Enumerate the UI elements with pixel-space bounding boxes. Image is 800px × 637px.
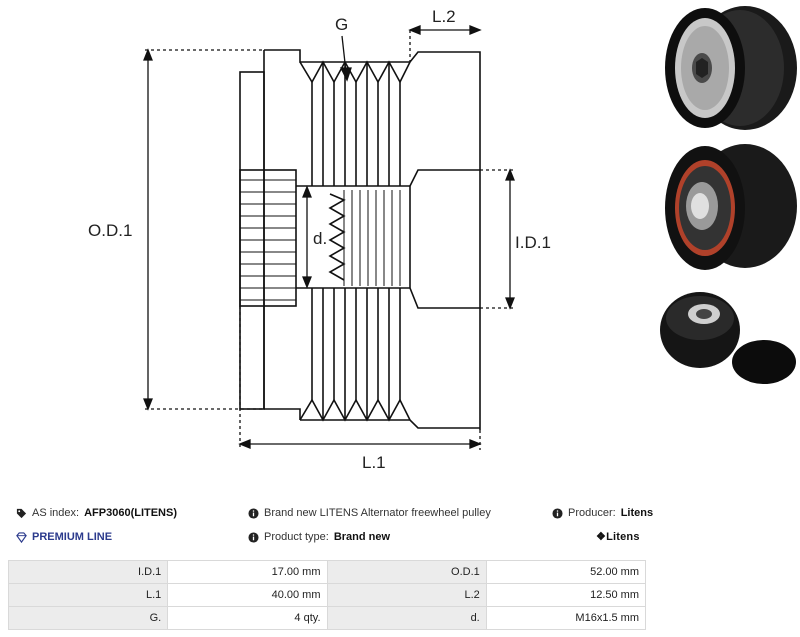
description-text: Brand new LITENS Alternator freewheel pu… [264, 507, 491, 519]
table-row: L.1 40.00 mm L.2 12.50 mm [7, 583, 647, 607]
table-row: I.D.1 17.00 mm O.D.1 52.00 mm [7, 560, 647, 584]
product-type-value: Brand new [333, 531, 391, 543]
table-row: G. 4 qty. d. M16x1.5 mm [7, 606, 647, 630]
spec-value: M16x1.5 mm [485, 606, 647, 630]
label-l1: L.1 [362, 453, 386, 472]
info-icon [248, 531, 259, 543]
tag-icon [16, 508, 27, 518]
litens-logo-mark: ❖ [596, 531, 607, 543]
info-icon [248, 507, 259, 519]
product-type: Product type: Brand new [248, 531, 390, 543]
label-od1: O.D.1 [88, 221, 132, 240]
spec-key: G. [7, 606, 169, 630]
product-photo-bottom [660, 292, 796, 384]
diamond-icon [16, 531, 27, 543]
as-index: AS index: AFP3060(LITENS) [16, 507, 177, 519]
product-photo-top [665, 6, 797, 130]
label-d: d. [313, 229, 327, 248]
info-icon [552, 507, 563, 519]
spec-value: 4 qty. [167, 606, 328, 630]
spec-table: I.D.1 17.00 mm O.D.1 52.00 mm L.1 40.00 … [7, 560, 647, 630]
spec-value: 12.50 mm [485, 583, 647, 607]
pulley-technical-drawing: G L.2 O.D.1 d. I.D.1 L.1 [88, 7, 551, 472]
spec-value: 40.00 mm [167, 583, 328, 607]
product-photo-middle [665, 144, 797, 270]
description: Brand new LITENS Alternator freewheel pu… [248, 507, 491, 519]
producer-value: Litens [620, 507, 654, 519]
litens-logo-text: Litens [606, 531, 640, 543]
spec-key: O.D.1 [326, 560, 487, 584]
label-l2: L.2 [432, 7, 456, 26]
label-id1: I.D.1 [515, 233, 551, 252]
spec-value: 17.00 mm [167, 560, 328, 584]
producer: Producer: Litens [552, 507, 653, 519]
spec-value: 52.00 mm [485, 560, 647, 584]
spec-key: L.1 [7, 583, 169, 607]
product-type-label: Product type: [264, 531, 329, 543]
litens-logo: ❖Litens [596, 530, 640, 543]
as-index-label: AS index: [32, 507, 80, 519]
label-g: G [335, 15, 348, 34]
spec-key: d. [326, 606, 487, 630]
spec-key: L.2 [326, 583, 487, 607]
producer-label: Producer: [568, 507, 616, 519]
premium-line: PREMIUM LINE [16, 531, 112, 543]
as-index-value: AFP3060(LITENS) [84, 507, 178, 519]
premium-line-label: PREMIUM LINE [32, 531, 113, 543]
spec-key: I.D.1 [7, 560, 169, 584]
